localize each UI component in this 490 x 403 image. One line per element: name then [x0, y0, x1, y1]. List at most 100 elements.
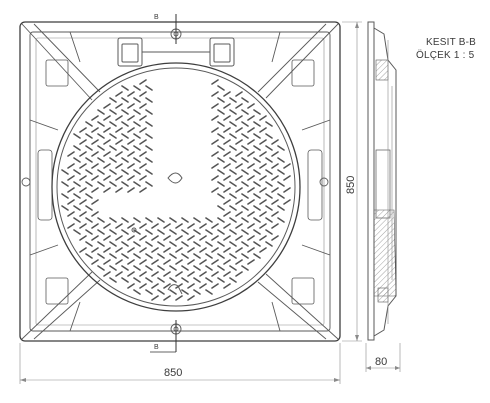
section-title-line1: KESIT B-B — [426, 37, 476, 48]
tread-mark — [205, 265, 213, 271]
tread-mark — [139, 223, 147, 229]
tread-mark — [211, 151, 219, 157]
tread-mark — [109, 97, 117, 103]
plan-view: B B — [19, 14, 341, 353]
tread-mark — [127, 223, 135, 229]
tread-mark — [151, 283, 159, 289]
tread-mark — [85, 181, 93, 187]
tread-mark — [133, 169, 141, 175]
tread-mark — [91, 259, 99, 265]
tread-mark — [259, 235, 267, 241]
tread-mark — [85, 193, 93, 199]
tread-mark — [247, 247, 255, 253]
tread-mark — [163, 259, 171, 265]
tread-mark — [103, 115, 111, 121]
tread-mark — [241, 133, 249, 139]
tread-mark — [109, 253, 117, 259]
tread-mark — [217, 109, 225, 115]
tread-mark — [241, 217, 249, 223]
tread-mark — [157, 229, 165, 235]
tread-mark — [139, 259, 147, 265]
tread-mark — [241, 265, 249, 271]
tread-mark — [163, 295, 171, 301]
tread-mark — [277, 169, 285, 175]
tread-mark — [115, 91, 123, 97]
tread-mark — [85, 205, 93, 211]
tread-mark — [247, 151, 255, 157]
tread-mark — [241, 157, 249, 163]
tread-mark — [271, 199, 279, 205]
tread-mark — [73, 217, 81, 223]
tread-mark — [73, 229, 81, 235]
tread-mark — [277, 193, 285, 199]
tread-mark — [103, 271, 111, 277]
tread-mark — [265, 193, 273, 199]
tread-mark — [235, 211, 243, 217]
tread-mark — [217, 241, 225, 247]
tread-mark — [235, 199, 243, 205]
tread-mark — [151, 271, 159, 277]
tread-mark — [139, 127, 147, 133]
tread-mark — [121, 121, 129, 127]
tread-mark — [265, 217, 273, 223]
tread-mark — [79, 235, 87, 241]
tread-mark — [229, 229, 237, 235]
tread-mark — [115, 151, 123, 157]
tread-mark — [259, 139, 267, 145]
tread-mark — [247, 235, 255, 241]
tread-mark — [229, 169, 237, 175]
tread-mark — [241, 205, 249, 211]
tread-mark — [265, 169, 273, 175]
tread-mark — [187, 223, 195, 229]
tread-mark — [235, 151, 243, 157]
tread-mark — [217, 157, 225, 163]
tread-mark — [229, 253, 237, 259]
tread-mark — [229, 193, 237, 199]
cover-outline — [56, 67, 296, 307]
tread-mark — [151, 259, 159, 265]
tread-mark — [115, 115, 123, 121]
tread-mark — [253, 241, 261, 247]
tread-mark — [115, 163, 123, 169]
tread-mark — [133, 265, 141, 271]
tread-mark — [271, 223, 279, 229]
tread-mark — [193, 277, 201, 283]
tread-mark — [115, 235, 123, 241]
tread-mark — [133, 121, 141, 127]
tread-mark — [115, 187, 123, 193]
tread-mark — [67, 211, 75, 217]
tread-mark — [265, 133, 273, 139]
tread-mark — [199, 223, 207, 229]
tread-mark — [121, 229, 129, 235]
tread-mark — [205, 229, 213, 235]
tread-mark — [211, 247, 219, 253]
tread-mark — [61, 193, 69, 199]
tread-mark — [97, 133, 105, 139]
tread-mark — [121, 157, 129, 163]
tread-mark — [271, 187, 279, 193]
cover-seat-ring — [51, 62, 301, 312]
tread-mark — [247, 139, 255, 145]
tread-mark — [181, 229, 189, 235]
tread-mark — [211, 139, 219, 145]
tread-mark — [127, 235, 135, 241]
tread-mark — [229, 145, 237, 151]
tread-mark — [145, 97, 153, 103]
tread-mark — [85, 241, 93, 247]
tread-mark — [145, 289, 153, 295]
tread-mark — [121, 97, 129, 103]
tread-mark — [79, 223, 87, 229]
tread-mark — [103, 175, 111, 181]
tread-mark — [163, 235, 171, 241]
tread-mark — [241, 253, 249, 259]
tread-mark — [85, 253, 93, 259]
tread-mark — [241, 169, 249, 175]
tread-mark — [235, 223, 243, 229]
tread-mark — [193, 253, 201, 259]
tread-mark — [223, 235, 231, 241]
tread-mark — [145, 217, 153, 223]
tread-mark — [253, 157, 261, 163]
tread-mark — [109, 265, 117, 271]
tread-mark — [91, 139, 99, 145]
